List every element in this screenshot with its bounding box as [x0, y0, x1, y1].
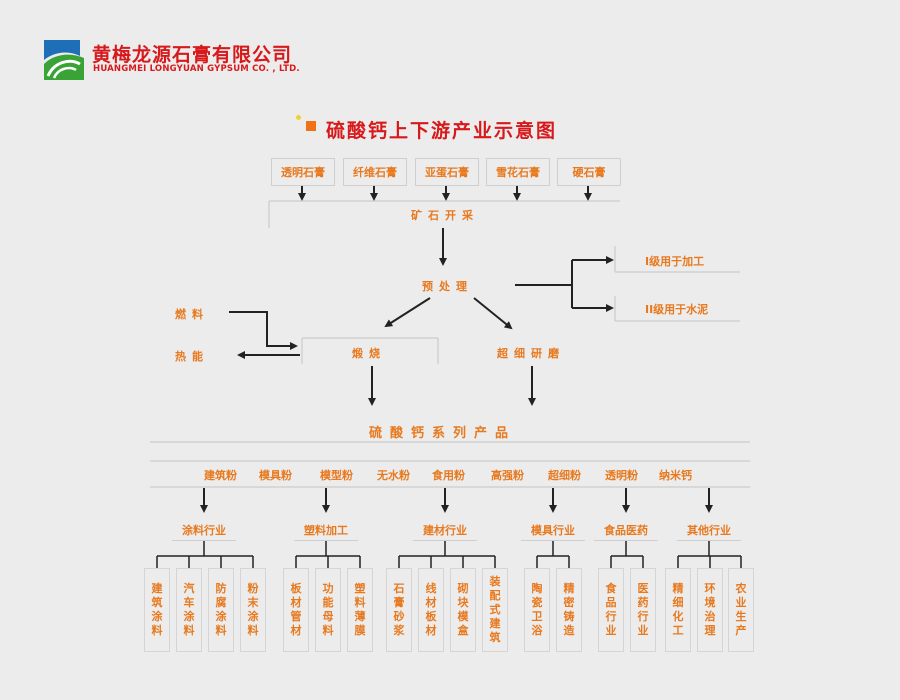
- source-anhydrite: 硬石膏: [557, 158, 621, 186]
- product-architectural-coatings: 建筑涂料: [144, 568, 170, 652]
- powder-construction: 建筑粉: [204, 469, 237, 482]
- powder-food: 食用粉: [432, 469, 465, 482]
- industry-food-medicine: 食品医药: [594, 520, 658, 541]
- product-food-industry: 食品行业: [598, 568, 624, 652]
- source-yadan-gypsum: 亚蛋石膏: [415, 158, 479, 186]
- product-precision-casting: 精密铸造: [556, 568, 582, 652]
- pretreatment-label: 预处理: [422, 280, 473, 293]
- ultrafine-grinding-label: 超细研磨: [497, 347, 565, 360]
- product-environmental: 环境治理: [697, 568, 723, 652]
- product-blocks-mold-boxes: 砌块模盒: [450, 568, 476, 652]
- powder-anhydrous: 无水粉: [377, 469, 410, 482]
- grade-2-label: II级用于水泥: [645, 303, 709, 316]
- company-name-en: HUANGMEI LONGYUAN GYPSUM CO. , LTD.: [93, 64, 300, 74]
- product-gypsum-mortar: 石膏砂浆: [386, 568, 412, 652]
- company-name-cn: 黄梅龙源石膏有限公司: [92, 44, 293, 66]
- product-fine-chemicals: 精细化工: [665, 568, 691, 652]
- product-prefab-buildings: 装配式建筑: [482, 568, 508, 652]
- title-square-icon: [306, 121, 316, 131]
- industry-molds: 模具行业: [521, 520, 585, 541]
- product-anticorrosion-coatings: 防腐涂料: [208, 568, 234, 652]
- product-sheets-pipes: 板材管材: [283, 568, 309, 652]
- grade-1-label: I级用于加工: [645, 255, 705, 268]
- industry-other: 其他行业: [677, 520, 741, 541]
- source-fibrous-gypsum: 纤维石膏: [343, 158, 407, 186]
- powder-transparent: 透明粉: [605, 469, 638, 482]
- powder-ultrafine: 超细粉: [548, 469, 581, 482]
- logo-icon: [44, 40, 84, 80]
- diagram-title: 硫酸钙上下游产业示意图: [326, 120, 558, 142]
- fuel-label: 燃料: [175, 308, 209, 321]
- product-pharma-industry: 医药行业: [630, 568, 656, 652]
- source-transparent-gypsum: 透明石膏: [271, 158, 335, 186]
- product-ceramic-sanitary: 陶瓷卫浴: [524, 568, 550, 652]
- calcination-label: 煅烧: [352, 347, 386, 360]
- product-series-label: 硫酸钙系列产品: [369, 426, 517, 441]
- product-automotive-coatings: 汽车涂料: [176, 568, 202, 652]
- industry-coatings: 涂料行业: [172, 520, 236, 541]
- source-alabaster: 雪花石膏: [486, 158, 550, 186]
- heat-energy-label: 热能: [175, 350, 209, 363]
- industry-plastics: 塑料加工: [294, 520, 358, 541]
- powder-nano-calcium: 纳米钙: [659, 469, 692, 482]
- product-wire-boards: 线材板材: [418, 568, 444, 652]
- powder-mold: 模具粉: [259, 469, 292, 482]
- powder-high-strength: 高强粉: [491, 469, 524, 482]
- product-agriculture: 农业生产: [728, 568, 754, 652]
- industry-building-materials: 建材行业: [413, 520, 477, 541]
- title-dot-icon: [296, 115, 301, 120]
- powder-model: 模型粉: [320, 469, 353, 482]
- product-functional-masterbatch: 功能母料: [315, 568, 341, 652]
- product-plastic-film: 塑料薄膜: [347, 568, 373, 652]
- mining-label: 矿石开采: [411, 209, 479, 222]
- product-powder-coatings: 粉末涂料: [240, 568, 266, 652]
